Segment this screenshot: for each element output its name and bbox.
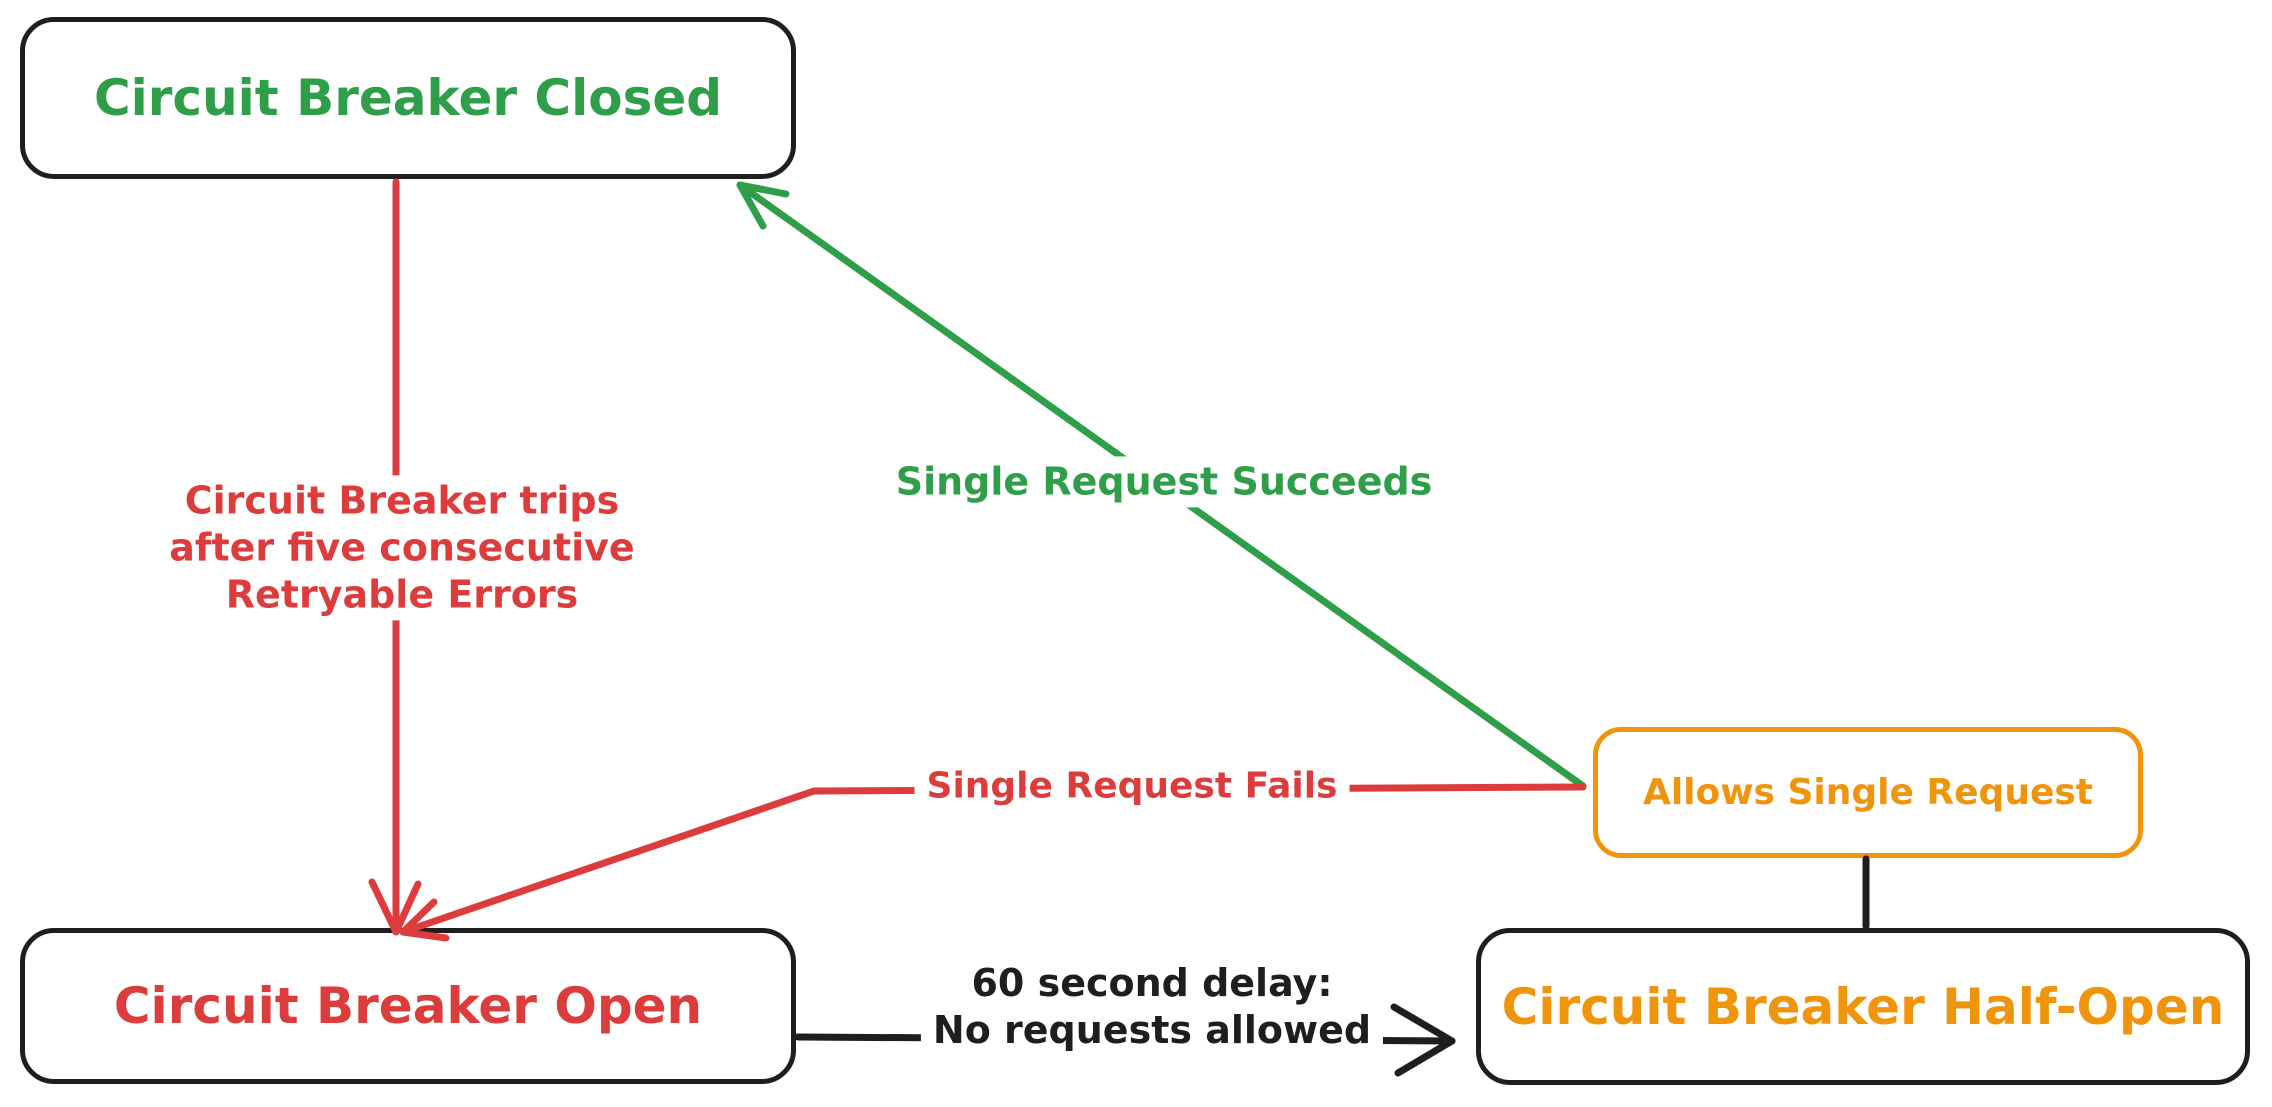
edge-label-trips-line2: after five consecutive	[169, 525, 635, 570]
edge-label-trips-line1: Circuit Breaker trips	[184, 478, 620, 523]
edge-succeeds-arrowhead-icon	[736, 181, 790, 230]
edge-fails-arrowhead-icon	[399, 898, 450, 942]
edge-delay-arrowhead-icon	[1390, 1003, 1456, 1077]
node-circuit-breaker-open: Circuit Breaker Open	[20, 928, 796, 1084]
edge-label-succeeds: Single Request Succeeds	[883, 456, 1445, 508]
edge-label-delay: 60 second delay: No requests allowed	[920, 957, 1384, 1057]
edge-label-delay-line2: No requests allowed	[932, 1008, 1372, 1052]
node-circuit-breaker-closed: Circuit Breaker Closed	[20, 17, 796, 179]
node-circuit-breaker-half-open-label: Circuit Breaker Half-Open	[1501, 977, 2225, 1036]
node-circuit-breaker-closed-label: Circuit Breaker Closed	[93, 69, 723, 127]
edge-label-trips-line3: Retryable Errors	[225, 572, 579, 617]
node-circuit-breaker-half-open: Circuit Breaker Half-Open	[1476, 928, 2250, 1085]
node-allows-single-request-label: Allows Single Request	[1642, 772, 2094, 813]
edge-label-delay-line1: 60 second delay:	[971, 960, 1333, 1005]
edge-label-fails: Single Request Fails	[914, 762, 1350, 812]
edge-label-trips: Circuit Breaker trips after five consecu…	[157, 475, 647, 621]
node-allows-single-request: Allows Single Request	[1593, 727, 2143, 858]
edge-trips-arrowhead-icon	[368, 878, 422, 936]
node-circuit-breaker-open-label: Circuit Breaker Open	[113, 977, 703, 1035]
